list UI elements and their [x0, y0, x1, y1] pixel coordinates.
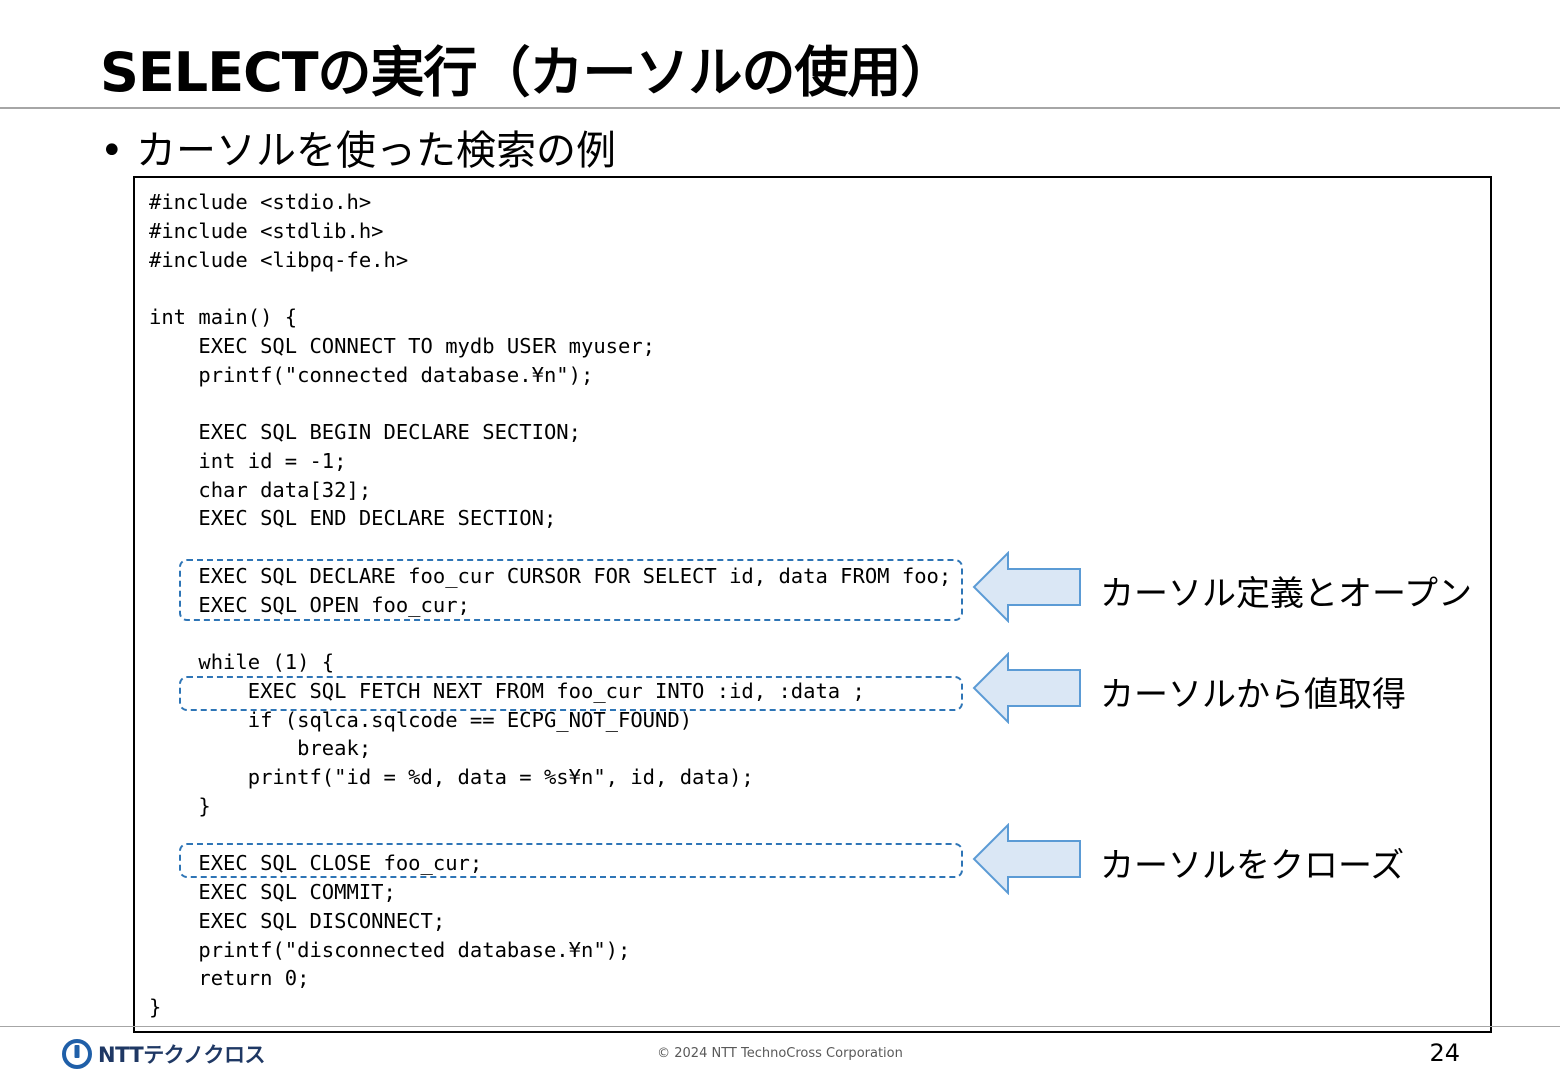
code-line: printf("id = %d, data = %s¥n", id, data)…: [149, 765, 754, 789]
callout-fetch: カーソルから値取得: [1100, 675, 1406, 715]
code-line: return 0;: [149, 966, 310, 991]
code-line: EXEC SQL DECLARE foo_cur CURSOR FOR SELE…: [149, 563, 952, 588]
left-arrow-icon: [972, 823, 1081, 895]
callout-open: カーソル定義とオープン: [1100, 574, 1472, 614]
code-line: EXEC SQL END DECLARE SECTION;: [149, 506, 557, 531]
ntt-logo-icon: [62, 1039, 92, 1069]
copyright-notice: © 2024 NTT TechnoCross Corporation: [657, 1046, 903, 1061]
code-line: EXEC SQL CLOSE foo_cur;: [149, 851, 483, 876]
callout-close: カーソルをクローズ: [1100, 846, 1405, 886]
left-arrow-icon: [972, 652, 1081, 724]
code-line: printf("connected database.¥n");: [149, 362, 594, 387]
page-number: 24: [1429, 1039, 1460, 1067]
code-line: [149, 389, 951, 418]
code-line: EXEC SQL COMMIT;: [149, 880, 396, 904]
code-line: #include <stdio.h>: [149, 190, 372, 214]
footer-divider: [0, 1026, 1560, 1027]
code-line: #include <stdlib.h>: [149, 218, 384, 243]
code-line: [149, 274, 951, 303]
left-arrow-icon: [972, 551, 1081, 623]
bullet-item: • カーソルを使った検索の例: [100, 118, 616, 176]
code-line: printf("disconnected database.¥n");: [149, 937, 631, 962]
highlight-open-block: [179, 559, 963, 621]
code-line: [149, 533, 951, 562]
code-line: EXEC SQL FETCH NEXT FROM foo_cur INTO :i…: [149, 678, 865, 703]
code-line: while (1) {: [149, 650, 335, 674]
code-line: if (sqlca.sqlcode == ECPG_NOT_FOUND): [149, 707, 693, 732]
bullet-text: カーソルを使った検索の例: [136, 128, 616, 174]
code-line: [149, 619, 951, 648]
code-line: EXEC SQL DISCONNECT;: [149, 908, 446, 933]
code-line: }: [149, 995, 162, 1019]
slide-title: SELECTの実行（カーソルの使用）: [100, 41, 955, 104]
code-line: break;: [149, 736, 372, 761]
code-line: #include <libpq-fe.h>: [149, 247, 409, 272]
code-line: char data[32];: [149, 477, 372, 502]
bullet-dot-icon: •: [100, 128, 124, 174]
logo-text: NTTテクノクロス: [98, 1043, 265, 1067]
highlight-fetch-block: [179, 676, 963, 711]
code-line: EXEC SQL CONNECT TO mydb USER myuser;: [149, 333, 656, 358]
code-line: int main() {: [149, 305, 298, 329]
code-line: }: [149, 793, 211, 818]
code-line: EXEC SQL OPEN foo_cur;: [149, 592, 470, 617]
code-line: int id = -1;: [149, 448, 347, 473]
company-logo: NTTテクノクロス: [62, 1039, 265, 1069]
title-divider: [0, 107, 1560, 109]
code-line: EXEC SQL BEGIN DECLARE SECTION;: [149, 420, 581, 444]
code-listing: #include <stdio.h> #include <stdlib.h> #in…: [149, 188, 951, 1022]
highlight-close-block: [179, 843, 963, 878]
code-listing-box: #include <stdio.h> #include <stdlib.h> #in…: [133, 176, 1492, 1033]
